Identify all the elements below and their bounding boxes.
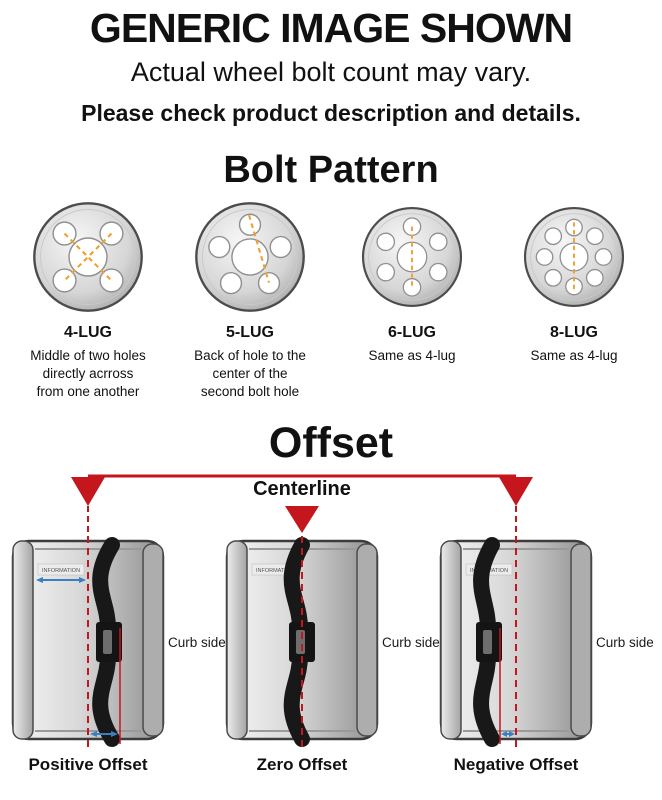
curb-side-label: Curb side: [596, 634, 654, 650]
centerline-marker-middle: [285, 506, 319, 534]
offset-arrow: [501, 731, 515, 738]
label-8lug: 8-LUG: [550, 323, 598, 341]
wheel-8lug-diagram: [523, 206, 625, 307]
offset-row: INFORMATION Curb: [0, 536, 662, 775]
negative-offset-label: Negative Offset: [453, 755, 579, 775]
centerline-markers: [71, 474, 533, 537]
positive-wheel-and-curb: INFORMATION Curb: [8, 536, 226, 749]
offset-unit-zero: INFORMATION Curb side Zero Offset: [222, 536, 440, 775]
wheel-5lug-wrap: [193, 198, 307, 316]
wheel-8lug-wrap: [522, 198, 626, 316]
desc-6lug: Same as 4-lug: [368, 347, 456, 363]
centerline-label: Centerline: [232, 478, 372, 502]
zero-offset-label: Zero Offset: [256, 755, 348, 775]
lug-holes: [208, 213, 292, 295]
lug-holes: [535, 218, 613, 296]
centerline-marker-left: [71, 477, 105, 507]
wheel-6lug-diagram: [361, 206, 463, 307]
label-4lug: 4-LUG: [64, 323, 112, 341]
measurement-lines: [248, 214, 271, 283]
curb-side-label: Curb side: [168, 634, 226, 650]
measurement-lines: [63, 232, 113, 282]
bolt-col-4lug: 4-LUG Middle of two holes directly acrro…: [10, 198, 166, 402]
spoke-disc: [283, 537, 315, 748]
negative-wheel-and-curb: INFORMATION Curb side: [436, 536, 654, 749]
bolt-pattern-row: 4-LUG Middle of two holes directly acrro…: [0, 192, 662, 402]
offset-unit-positive: INFORMATION Curb: [8, 536, 226, 775]
spoke-disc: [473, 537, 502, 748]
bolt-col-8lug: 8-LUG Same as 4-lug: [496, 198, 652, 365]
wheel-5lug-diagram: [195, 201, 305, 312]
desc-4lug: Middle of two holes directly acrross fro…: [30, 347, 146, 400]
desc-5lug: Back of hole to the center of the second…: [194, 347, 306, 400]
bolt-pattern-title: Bolt Pattern: [223, 148, 439, 191]
label-6lug: 6-LUG: [388, 323, 436, 341]
label-5lug: 5-LUG: [226, 323, 274, 341]
centerline-marker-right: [499, 477, 533, 507]
page-title: GENERIC IMAGE SHOWN: [89, 5, 573, 51]
center-bore: [231, 238, 269, 276]
centerline-assembly: Centerline: [0, 470, 662, 537]
rim-text: INFORMATION: [256, 568, 294, 574]
center-bore: [396, 241, 428, 273]
wheel-cross-section-zero: INFORMATION: [225, 536, 379, 749]
wheel-4lug-wrap: [31, 198, 145, 316]
backspace-arrow: [36, 577, 86, 584]
wheel-cross-section-negative: INFORMATION: [439, 536, 593, 749]
positive-offset-label: Positive Offset: [28, 755, 148, 775]
wheel-4lug-diagram: [33, 201, 143, 312]
spoke-disc: [92, 537, 122, 748]
offset-arrow: [90, 731, 118, 738]
bolt-col-6lug: 6-LUG Same as 4-lug: [334, 198, 490, 365]
offset-title: Offset: [268, 419, 394, 468]
header: GENERIC IMAGE SHOWN Actual wheel bolt co…: [0, 0, 662, 127]
page-subtitle: Actual wheel bolt count may vary.: [130, 56, 532, 87]
offset-unit-negative: INFORMATION Curb side Negative Offset: [436, 536, 654, 775]
zero-wheel-and-curb: INFORMATION Curb side: [222, 536, 440, 749]
wheel-6lug-wrap: [360, 198, 464, 316]
wheel-cross-section-positive: INFORMATION: [11, 536, 165, 749]
page-note: Please check product description and det…: [81, 99, 581, 126]
desc-8lug: Same as 4-lug: [530, 347, 618, 363]
curb-side-label: Curb side: [382, 634, 440, 650]
rim-text: INFORMATION: [42, 568, 80, 574]
bolt-col-5lug: 5-LUG Back of hole to the center of the …: [172, 198, 328, 402]
